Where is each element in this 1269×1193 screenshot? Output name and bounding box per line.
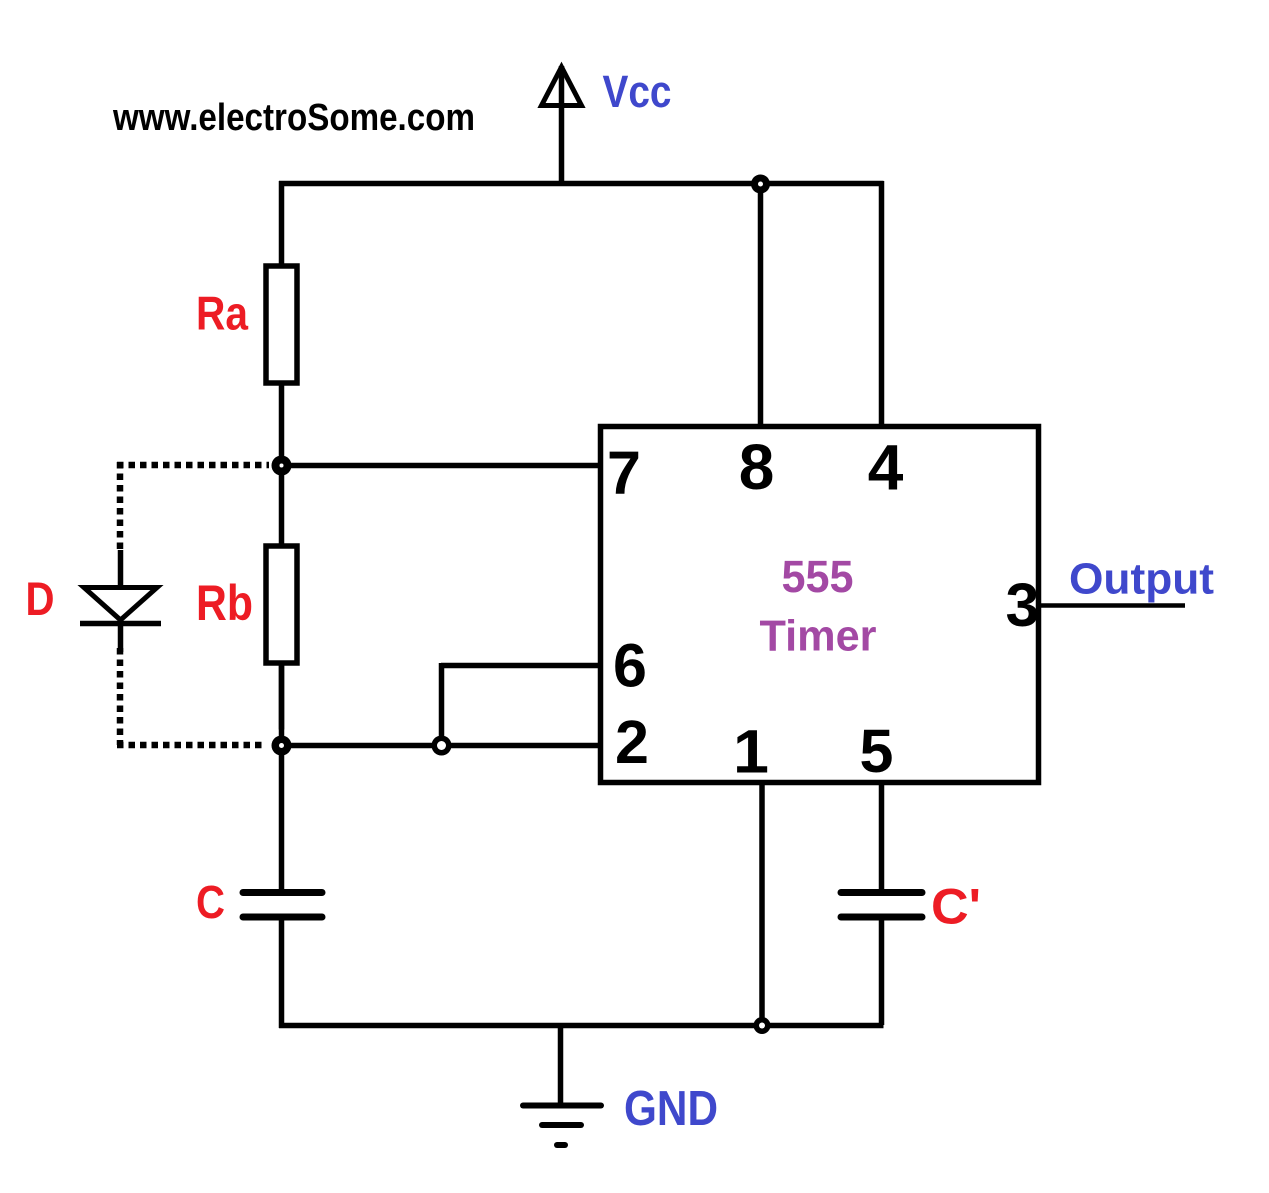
- svg-text:7: 7: [607, 439, 641, 507]
- svg-text:Rb: Rb: [196, 575, 253, 631]
- svg-text:C': C': [931, 879, 981, 935]
- svg-text:3: 3: [1006, 571, 1040, 639]
- svg-text:Timer: Timer: [760, 612, 877, 661]
- svg-text:4: 4: [868, 432, 904, 504]
- svg-text:Output: Output: [1069, 555, 1214, 604]
- svg-text:5: 5: [860, 717, 894, 785]
- svg-text:8: 8: [739, 431, 775, 503]
- svg-text:1: 1: [733, 718, 769, 786]
- svg-text:D: D: [26, 572, 55, 625]
- svg-text:Vcc: Vcc: [603, 66, 672, 117]
- svg-text:www.electroSome.com: www.electroSome.com: [112, 97, 475, 139]
- svg-text:555: 555: [782, 551, 854, 602]
- svg-text:GND: GND: [624, 1082, 718, 1136]
- svg-text:Ra: Ra: [196, 287, 249, 340]
- svg-text:C: C: [196, 876, 225, 928]
- svg-text:6: 6: [613, 632, 647, 700]
- svg-text:2: 2: [615, 708, 649, 776]
